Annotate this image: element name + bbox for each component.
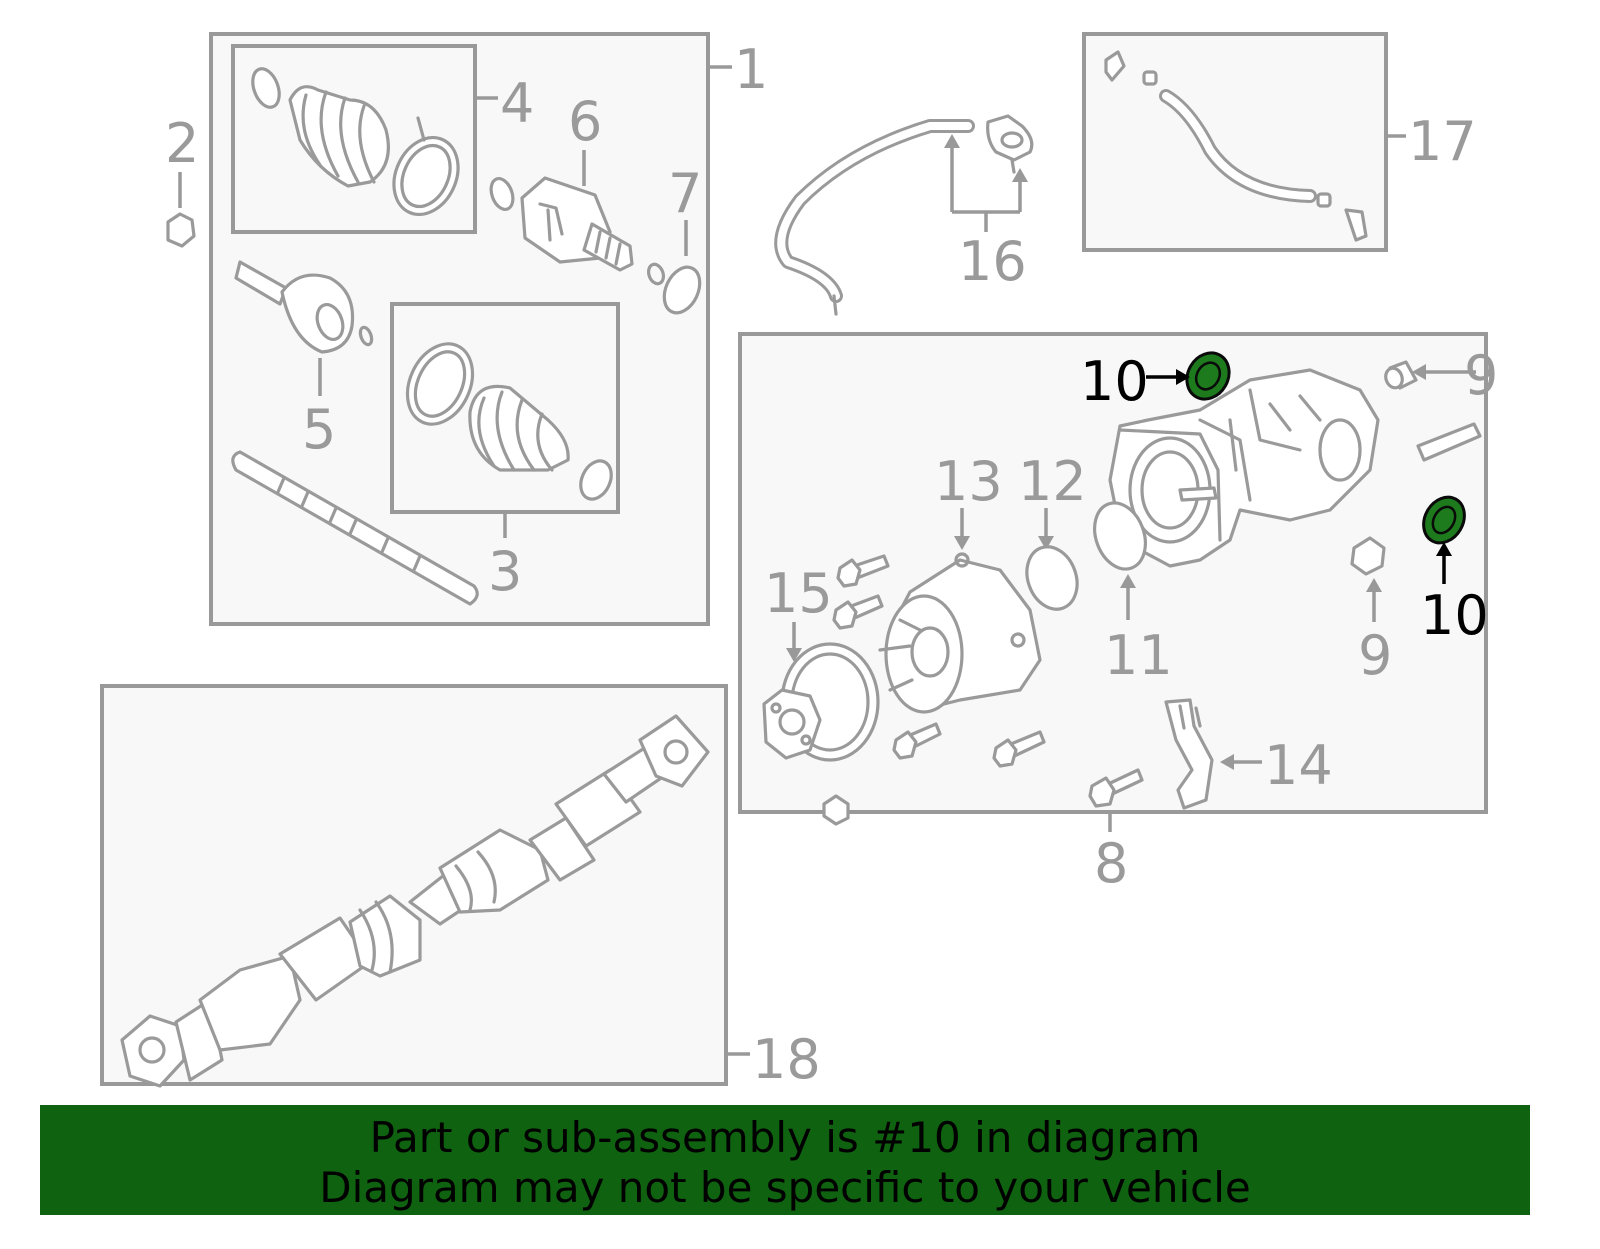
callout-13[interactable]: 13 bbox=[934, 450, 1003, 513]
bolt-parts bbox=[822, 554, 1144, 826]
info-banner: Part or sub-assembly is #10 in diagram D… bbox=[40, 1105, 1530, 1215]
callout-1[interactable]: 1 bbox=[734, 38, 768, 101]
outer-boot-part bbox=[251, 67, 460, 217]
callout-15[interactable]: 15 bbox=[764, 562, 833, 625]
axle-shaft-assembly-group: 1 4 2 6 7 bbox=[165, 32, 768, 626]
seal-part-10-right[interactable] bbox=[1416, 490, 1473, 551]
cv-joint-part-6 bbox=[489, 176, 666, 286]
bracket-part-14 bbox=[1164, 698, 1214, 810]
callout-10-right[interactable]: 10 bbox=[1420, 584, 1489, 647]
plug-part-9-lower bbox=[1350, 536, 1386, 576]
callout-5[interactable]: 5 bbox=[302, 398, 336, 461]
plug-part-9-upper bbox=[1384, 360, 1418, 390]
o-ring-part-12 bbox=[1025, 545, 1079, 611]
callout-17[interactable]: 17 bbox=[1408, 110, 1477, 173]
inner-joint-part-5 bbox=[234, 260, 374, 354]
breather-hose-group: 17 bbox=[1082, 32, 1477, 252]
callout-12[interactable]: 12 bbox=[1018, 450, 1087, 513]
callout-2[interactable]: 2 bbox=[165, 112, 199, 175]
seal-part-10-upper[interactable] bbox=[1179, 345, 1238, 407]
inner-boot-part bbox=[405, 342, 613, 501]
snap-ring-part-7 bbox=[662, 265, 702, 315]
drive-shaft-group: 18 bbox=[100, 684, 821, 1091]
callout-7[interactable]: 7 bbox=[668, 162, 702, 225]
axle-shaft-part bbox=[231, 450, 479, 606]
callout-9-lower[interactable]: 9 bbox=[1358, 624, 1392, 687]
nut-part-2 bbox=[166, 212, 196, 248]
callout-10-upper[interactable]: 10 bbox=[1080, 350, 1149, 413]
flange-part-15 bbox=[762, 642, 880, 762]
callout-18[interactable]: 18 bbox=[752, 1028, 821, 1091]
callout-11[interactable]: 11 bbox=[1104, 624, 1173, 687]
drive-shaft-part bbox=[120, 714, 710, 1088]
banner-line-2: Diagram may not be specific to your vehi… bbox=[319, 1163, 1251, 1212]
o-ring-part-11 bbox=[1093, 501, 1147, 571]
callout-9-upper[interactable]: 9 bbox=[1464, 344, 1498, 407]
callout-3[interactable]: 3 bbox=[488, 540, 522, 603]
differential-assembly-group: 8 10 10 bbox=[738, 332, 1498, 895]
callout-6[interactable]: 6 bbox=[568, 90, 602, 153]
callout-16[interactable]: 16 bbox=[958, 230, 1027, 293]
banner-line-1: Part or sub-assembly is #10 in diagram bbox=[369, 1113, 1201, 1162]
coupling-housing-part-13 bbox=[878, 552, 1042, 714]
assembly-box-17 bbox=[1082, 32, 1388, 252]
vent-hose-part-16: 16 bbox=[774, 114, 1034, 316]
callout-14[interactable]: 14 bbox=[1264, 734, 1333, 797]
plug-rod-part bbox=[1416, 422, 1482, 462]
differential-housing-part bbox=[1108, 368, 1380, 568]
callout-4[interactable]: 4 bbox=[500, 72, 534, 135]
callout-8[interactable]: 8 bbox=[1094, 832, 1128, 895]
